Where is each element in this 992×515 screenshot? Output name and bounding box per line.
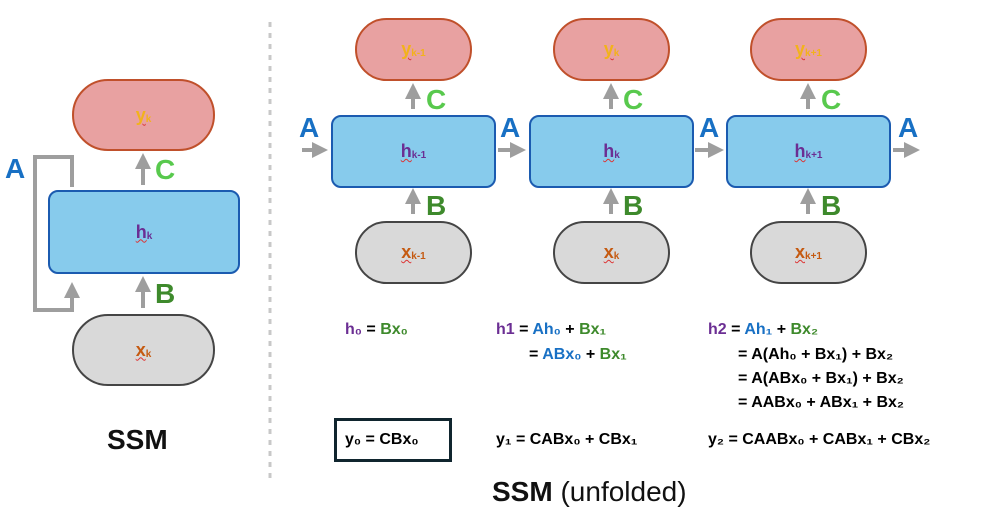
ssm-unfolded-title: SSM (unfolded)	[492, 476, 687, 508]
h-node-step-3-sub: k+1	[805, 150, 823, 161]
matrix-c-label: C	[155, 154, 176, 185]
y-node: yk	[72, 79, 215, 151]
y-node-step-1-label: y	[401, 39, 412, 59]
eq-h1-lhs: h1	[496, 321, 515, 338]
eq-h2-line2: = A(Ah₀ + Bx₁) + Bx₂	[738, 346, 894, 363]
eq-h1-l2-term1: ABx₀	[542, 346, 582, 363]
ssm-unfolded-title-bold: SSM	[492, 476, 553, 507]
recurrence-loop	[33, 155, 80, 312]
y0-highlight-box	[334, 418, 452, 462]
eq-h0-eq: =	[361, 321, 381, 338]
y-node-step-2-sub: k	[613, 48, 620, 59]
eq-h1-term1: Ah₀	[532, 321, 561, 338]
eq-h1-l2-eq: =	[529, 346, 543, 363]
eq-h0-rhs: Bx₀	[380, 321, 408, 338]
eq-y2: y₂ = CAABx₀ + CABx₁ + CBx₂	[708, 431, 931, 448]
h-node-step-2-label: h	[603, 141, 615, 161]
eq-h1-line2: = ABx₀ + Bx₁	[529, 346, 627, 364]
h-node-step-1-sub: k-1	[411, 150, 427, 161]
x-node-step-1: xk-1	[355, 221, 472, 284]
eq-h0-lhs: h₀	[345, 321, 362, 338]
eq-h2-line4: = AABx₀ + ABx₁ + Bx₂	[738, 394, 905, 411]
h-sub: k	[146, 230, 153, 242]
y-node-step-2-label: y	[603, 39, 614, 59]
y-node-step-3-sub: k+1	[805, 48, 822, 59]
eq-h1-l2-plus: +	[581, 346, 600, 363]
eq-h2-term1: Ah₁	[744, 321, 773, 338]
x-node-step-2: xk	[553, 221, 670, 284]
matrix-c-label-2: C	[623, 84, 644, 115]
x-node-step-3-sub: k+1	[805, 251, 822, 262]
eq-h2-eq: =	[726, 321, 745, 338]
eq-h1-line1: h1 = Ah₀ + Bx₁	[496, 321, 606, 339]
matrix-a-label: A	[5, 153, 26, 184]
eq-h2-plus: +	[772, 321, 791, 338]
h-node: hk	[48, 190, 240, 274]
eq-y0: y₀ = CBx₀	[345, 431, 419, 448]
h-node-step-2-sub: k	[614, 150, 620, 161]
matrix-a-label-1: A	[500, 112, 521, 143]
y-node-step-1-sub: k-1	[411, 48, 426, 59]
x-node-step-3-label: x	[795, 242, 806, 262]
x-label: x	[135, 339, 146, 360]
h-node-step-1-label: h	[400, 141, 412, 161]
matrix-b-label: B	[155, 278, 176, 309]
y-node-step-3-label: y	[795, 39, 806, 59]
h-node-step-1: hk-1	[331, 115, 496, 188]
matrix-b-label-3: B	[821, 190, 842, 221]
eq-h1-eq: =	[514, 321, 533, 338]
y-node-step-3: yk+1	[750, 18, 867, 81]
matrix-c-label-1: C	[426, 84, 447, 115]
ssm-title: SSM	[107, 424, 168, 455]
x-node-step-1-sub: k-1	[411, 251, 426, 262]
eq-h0: h₀ = Bx₀	[345, 321, 408, 339]
x-node: xk	[72, 314, 215, 386]
y-node-step-2: yk	[553, 18, 670, 81]
matrix-b-label-2: B	[623, 190, 644, 221]
h-node-step-2: hk	[529, 115, 694, 188]
x-node-step-2-sub: k	[613, 251, 620, 262]
y-sub: k	[145, 113, 152, 125]
x-node-step-2-label: x	[603, 242, 614, 262]
ssm-unfolded-title-rest: (unfolded)	[560, 476, 687, 507]
x-sub: k	[145, 348, 152, 360]
h-node-step-3: hk+1	[726, 115, 891, 188]
eq-h2-lhs: h2	[708, 321, 727, 338]
eq-h1-l2-term2: Bx₁	[599, 346, 627, 363]
matrix-a-label-0: A	[299, 112, 320, 143]
x-node-step-3: xk+1	[750, 221, 867, 284]
matrix-a-label-3: A	[898, 112, 919, 143]
y-label: y	[135, 104, 146, 125]
y-node-step-1: yk-1	[355, 18, 472, 81]
eq-h1-plus: +	[560, 321, 580, 338]
matrix-b-label-1: B	[426, 190, 447, 221]
eq-y1: y₁ = CABx₀ + CBx₁	[496, 431, 638, 448]
eq-h2-line1: h2 = Ah₁ + Bx₂	[708, 321, 818, 339]
eq-h1-term2: Bx₁	[579, 321, 607, 338]
h-label: h	[135, 221, 147, 242]
x-node-step-1-label: x	[401, 242, 412, 262]
matrix-a-label-2: A	[699, 112, 720, 143]
eq-h2-term2: Bx₂	[790, 321, 819, 338]
h-node-step-3-label: h	[794, 141, 806, 161]
matrix-c-label-3: C	[821, 84, 842, 115]
eq-h2-line3: = A(ABx₀ + Bx₁) + Bx₂	[738, 370, 904, 387]
